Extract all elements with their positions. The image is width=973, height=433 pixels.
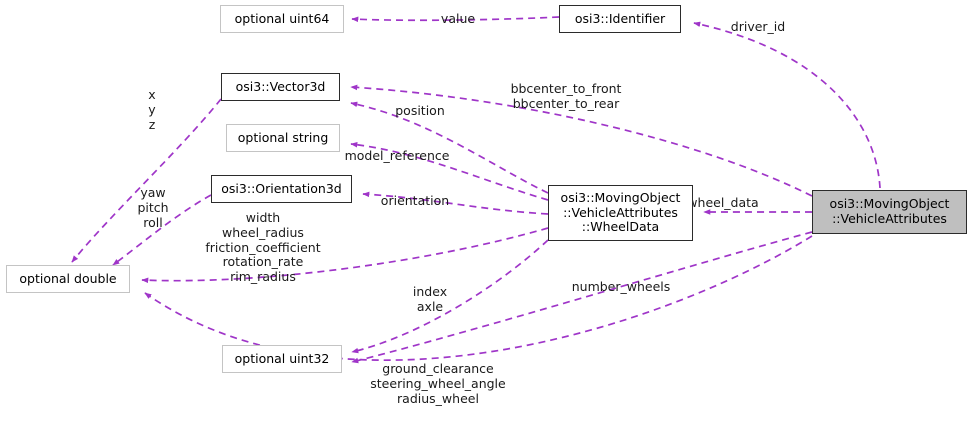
node-osi3_orientation3d[interactable]: osi3::Orientation3d [211,175,352,203]
edge-number_wheels [351,231,813,364]
node-optional_double[interactable]: optional double [6,265,130,293]
edge-xyz [71,98,222,263]
edge-label-value: value [440,11,476,26]
edge-orientation [362,191,549,215]
node-wheel_data_node[interactable]: osi3::MovingObject ::VehicleAttributes :… [548,185,693,241]
edge-label-wheel_data: wheel_data [687,195,759,210]
node-vehicle_attributes[interactable]: osi3::MovingObject ::VehicleAttributes [812,190,967,234]
node-optional_uint32[interactable]: optional uint32 [222,345,342,373]
edge-label-orientation: orientation [380,193,450,208]
node-osi3_identifier[interactable]: osi3::Identifier [559,5,681,33]
edge-value [351,16,560,23]
edge-bbcenter [350,84,813,197]
edge-label-yawpitchroll: yaw pitch roll [137,185,169,230]
node-optional_string[interactable]: optional string [226,124,340,152]
edge-label-xyz: x y z [148,87,156,132]
edge-model_reference [350,141,549,201]
edge-label-index_axle: index axle [412,284,448,314]
edge-wheel_props [141,227,549,284]
edge-index_axle [351,239,549,354]
edge-ground_clearance [144,235,813,362]
edge-label-bbcenter: bbcenter_to_front bbcenter_to_rear [510,81,622,111]
edge-driver_id [693,21,881,189]
edge-yawpitchroll [112,194,212,266]
node-optional_uint64[interactable]: optional uint64 [220,5,344,33]
node-osi3_vector3d[interactable]: osi3::Vector3d [221,73,340,101]
edge-label-wheel_props: width wheel_radius friction_coefficient … [205,210,321,284]
edge-label-model_reference: model_reference [344,148,450,163]
edge-position [350,101,549,194]
edge-label-position: position [395,103,445,118]
edge-label-driver_id: driver_id [730,19,786,34]
edge-label-ground_clearance: ground_clearance steering_wheel_angle ra… [370,361,506,406]
edge-label-number_wheels: number_wheels [571,279,671,294]
